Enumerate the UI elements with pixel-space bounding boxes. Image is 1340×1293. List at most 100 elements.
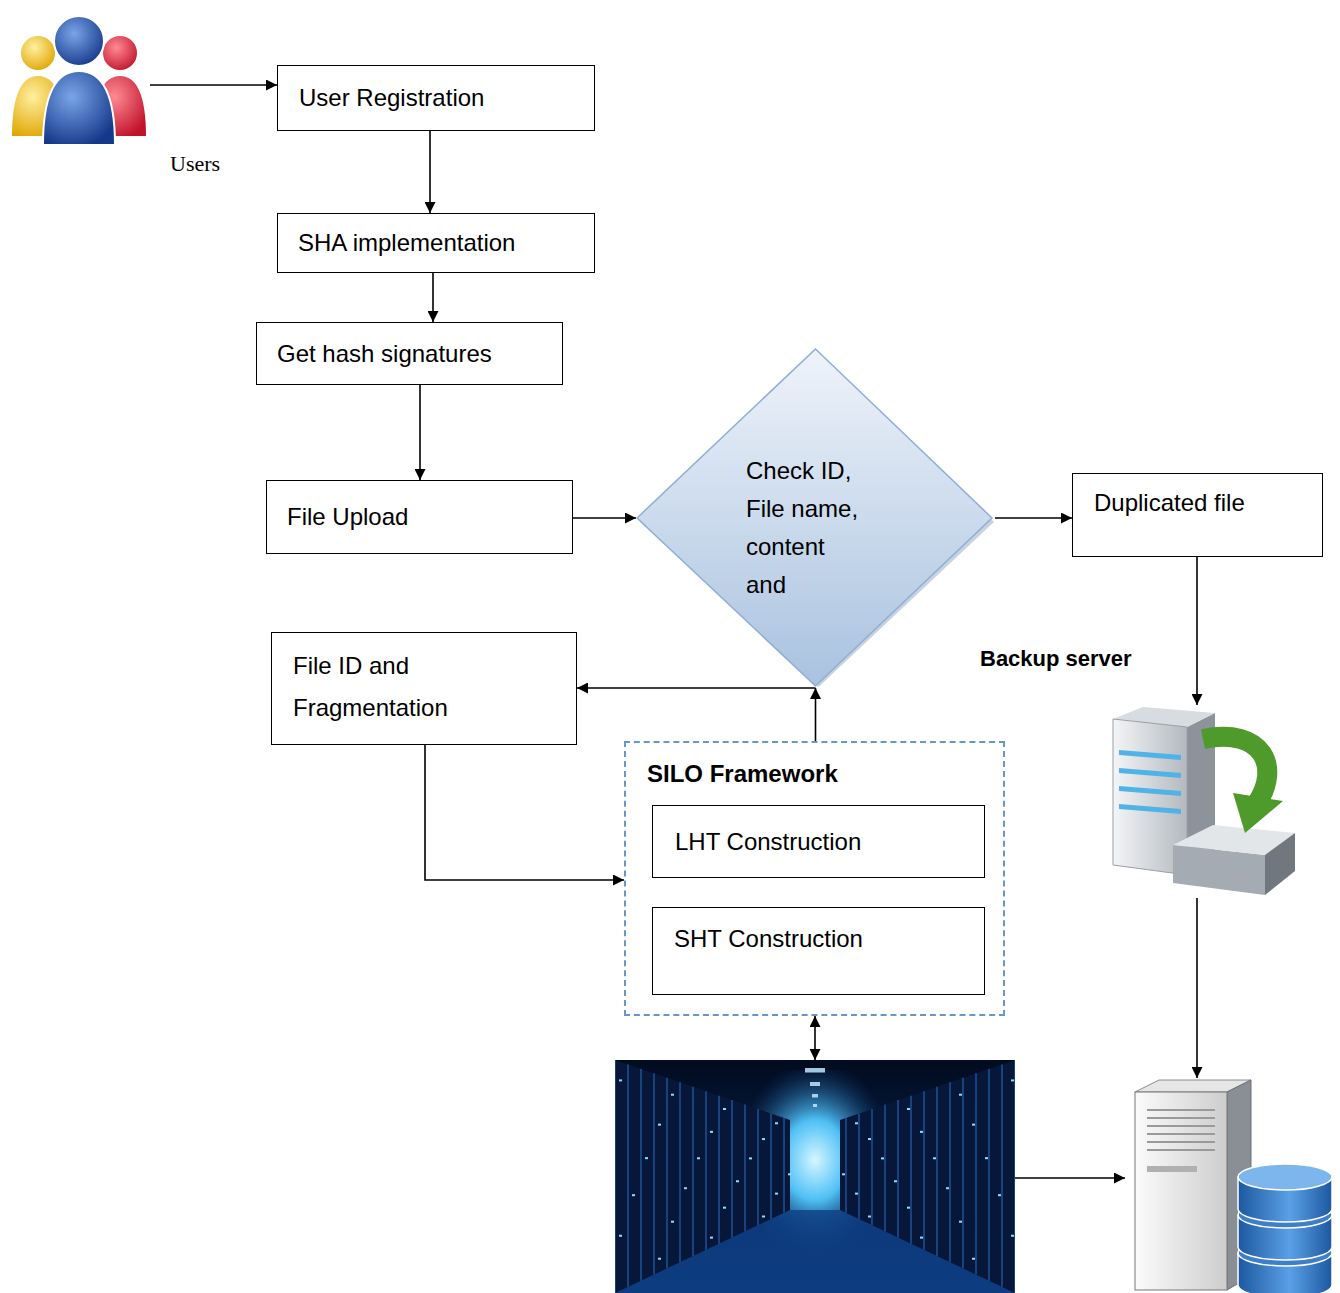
drawing-part: [858, 1113, 860, 1219]
drawing-part: [1147, 1133, 1215, 1135]
icon-drawing: [1125, 1078, 1335, 1293]
drawing-part: [868, 1138, 871, 1140]
process-box: File Upload: [266, 480, 573, 554]
drawing-part: [1119, 786, 1181, 796]
drawing-part: [894, 1180, 897, 1182]
node-label: Backup server: [980, 645, 1182, 673]
drawing-part: [632, 1194, 635, 1196]
drawing-part: [813, 1104, 817, 1107]
drawing-part: [962, 1078, 964, 1269]
node-label: LHT Construction: [675, 827, 861, 857]
drawing-part: [1147, 1141, 1215, 1143]
drawing-part: [810, 1082, 820, 1086]
drawing-part: [762, 1215, 765, 1217]
drawing-part: [1147, 1166, 1197, 1172]
drawing-part: [615, 1060, 616, 1293]
drawing-part: [783, 1118, 785, 1213]
drawing-part: [788, 1173, 791, 1175]
drawing-part: [744, 1105, 746, 1232]
drawing-part: [1147, 1125, 1215, 1127]
node-label: User Registration: [299, 83, 484, 113]
drawing-part: [710, 1237, 713, 1239]
icon-drawing: [8, 5, 150, 147]
drawing-part: [658, 1258, 661, 1260]
drawing-part: [1147, 1149, 1215, 1151]
node-label: SHA implementation: [298, 228, 515, 258]
drawing-part: [933, 1157, 936, 1159]
data-center-image: [615, 1060, 1015, 1293]
drawing-part: [998, 1194, 1001, 1196]
drawing-part: [43, 71, 115, 145]
drawing-part: [1011, 1235, 1014, 1237]
drawing-part: [907, 1207, 910, 1209]
drawing-part: [20, 35, 56, 71]
node-label: File Upload: [287, 502, 408, 532]
node-label: Users: [170, 150, 312, 178]
node-label: Get hash signatures: [277, 339, 492, 369]
drawing-part: [936, 1087, 938, 1256]
drawing-part: [1147, 1117, 1215, 1119]
connector-arrow: [150, 84, 277, 86]
drawing-part: [718, 1096, 720, 1244]
connector-arrow: [432, 273, 434, 322]
drawing-part: [812, 1094, 818, 1098]
drawing-part: [1011, 1079, 1014, 1081]
drawing-part: [731, 1100, 733, 1237]
drawing-part: [842, 1173, 845, 1175]
connector-arrow: [419, 385, 421, 480]
process-box: SHT Construction: [652, 907, 985, 995]
drawing-part: [615, 1060, 790, 1293]
drawing-part: [910, 1096, 912, 1244]
connector-arrow: [425, 745, 624, 880]
drawing-part: [868, 1215, 871, 1217]
connector-arrow: [429, 131, 431, 213]
drawing-part: [972, 1124, 975, 1126]
node-label: File ID and Fragmentation: [293, 645, 493, 729]
node-label: SILO Framework: [647, 759, 838, 789]
drawing-part: [884, 1105, 886, 1232]
drawing-part: [985, 1157, 988, 1159]
drawing-part: [645, 1157, 648, 1159]
drawing-part: [619, 1235, 622, 1237]
drawing-part: [775, 1193, 778, 1195]
connector-arrow: [573, 517, 636, 519]
process-box: User Registration: [277, 65, 595, 131]
drawing-part: [959, 1221, 962, 1223]
drawing-part: [1233, 793, 1283, 833]
users-icon: Users: [8, 5, 150, 147]
connector-arrow: [995, 517, 1072, 519]
drawing-part: [684, 1187, 687, 1189]
drawing-part: [757, 1109, 759, 1225]
drawing-part: [1238, 1164, 1332, 1190]
icon-drawing: [615, 1060, 1015, 1293]
drawing-part: [705, 1091, 707, 1250]
drawing-part: [840, 1060, 1015, 1293]
backup-server-icon: Backup server: [1095, 705, 1297, 898]
drawing-part: [775, 1122, 778, 1124]
process-box: Duplicated file: [1072, 473, 1323, 557]
node-label: SHT Construction: [674, 924, 863, 954]
drawing-part: [1135, 1092, 1227, 1290]
drawing-part: [1119, 768, 1181, 778]
drawing-part: [762, 1138, 765, 1140]
drawing-part: [627, 1064, 629, 1286]
drawing-part: [972, 1258, 975, 1260]
drawing-part: [1001, 1064, 1003, 1286]
drawing-part: [671, 1094, 674, 1096]
drawing-part: [871, 1109, 873, 1225]
connector-arrow: [577, 687, 816, 689]
drawing-part: [845, 1118, 847, 1213]
drawing-part: [805, 1068, 825, 1073]
node-label: Check ID, File name, content and: [746, 452, 868, 604]
node-label: Duplicated file: [1094, 488, 1245, 518]
drawing-part: [907, 1108, 910, 1110]
framework-group: LHT ConstructionSHT Construction SILO Fra…: [624, 741, 1005, 1016]
drawing-part: [920, 1131, 923, 1133]
drawing-part: [988, 1069, 990, 1281]
drawing-part: [653, 1073, 655, 1274]
decision-diamond: Check ID, File name, content and: [636, 348, 995, 688]
drawing-part: [946, 1187, 949, 1189]
drawing-part: [855, 1122, 858, 1124]
drawing-part: [897, 1100, 899, 1237]
